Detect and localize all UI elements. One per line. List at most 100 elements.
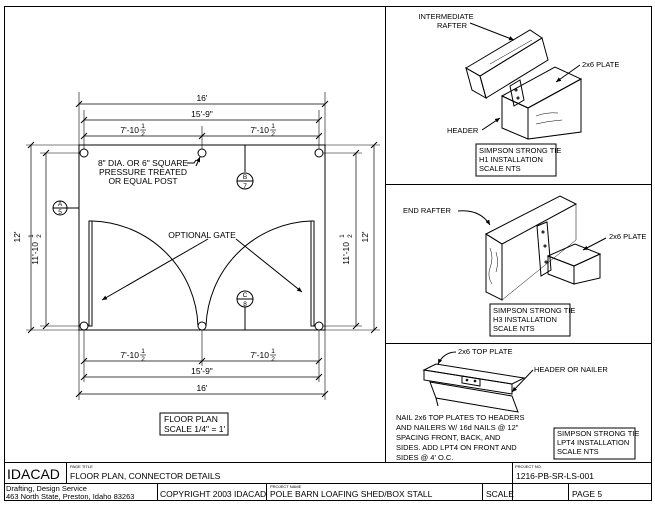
lpt4-note-line-5: SIDES @ 4' O.C.	[396, 453, 453, 462]
project-name: POLE BARN LOAFING SHED/BOX STALL	[270, 489, 433, 499]
svg-text:SCALE NTS: SCALE NTS	[557, 447, 599, 456]
svg-text:SIMPSON STRONG TIE: SIMPSON STRONG TIE	[557, 429, 639, 438]
svg-text:15'-9": 15'-9"	[191, 109, 213, 119]
svg-text:7'-10: 7'-10	[120, 125, 139, 135]
svg-text:1: 1	[339, 234, 346, 238]
post-bottom-middle	[197, 321, 207, 331]
h3-rafter	[484, 195, 578, 301]
svg-text:7: 7	[243, 183, 247, 190]
dim-inner-top: 15'-9"	[80, 109, 323, 124]
lpt4-note-line-2: AND NAILERS W/ 16d NAILS @ 12"	[396, 423, 519, 432]
svg-text:12': 12'	[12, 231, 22, 242]
svg-text:2: 2	[271, 356, 275, 363]
svg-text:C: C	[243, 292, 248, 299]
company-services: Drafting, Design Service	[6, 484, 87, 493]
svg-text:2: 2	[141, 356, 145, 363]
post-top-left	[79, 148, 89, 158]
gate-left	[88, 220, 199, 327]
svg-text:16': 16'	[196, 383, 207, 393]
section-callout-a: A 5	[52, 200, 79, 216]
post-top-middle	[197, 148, 207, 158]
svg-text:2: 2	[141, 131, 145, 138]
section-callout-c: C 8	[236, 290, 254, 330]
post-note-line-3: OR EQUAL POST	[108, 176, 177, 186]
h3-label-plate: 2x6 PLATE	[609, 232, 646, 241]
page-number: PAGE 5	[572, 489, 602, 499]
h1-plate	[500, 66, 583, 140]
svg-text:11'-10: 11'-10	[30, 242, 40, 265]
lpt4-note-line-3: SPACING FRONT, BACK, AND	[396, 433, 501, 442]
project-no-label: PROJECT NO.	[515, 464, 542, 469]
dim-left-outer: 12'	[12, 141, 35, 334]
floor-plan: OPTIONAL GATE 8" DIA. OR 6" SQUARE PRESS…	[12, 92, 380, 436]
sheet-border	[4, 6, 652, 501]
h1-title: SIMPSON STRONG TIE H1 INSTALLATION SCALE…	[475, 143, 561, 177]
detail-lpt4: 2x6 TOP PLATE HEADER OR NAILER NAIL 2x6 …	[396, 347, 639, 462]
copyright: COPYRIGHT 2003 IDACAD	[160, 489, 266, 499]
page-title: FLOOR PLAN, CONNECTOR DETAILS	[70, 471, 221, 481]
dim-left-inner: 11'-10 1 2	[28, 149, 50, 330]
svg-text:7'-10: 7'-10	[120, 350, 139, 360]
post-top-right	[314, 148, 324, 158]
svg-text:7'-10: 7'-10	[250, 350, 269, 360]
svg-text:1: 1	[141, 123, 145, 130]
h1-label-header: HEADER	[447, 126, 479, 135]
svg-text:11'-10: 11'-10	[341, 242, 351, 265]
svg-text:B: B	[243, 174, 247, 181]
h3-connector	[536, 221, 552, 277]
svg-text:7'-10: 7'-10	[250, 125, 269, 135]
svg-text:1: 1	[271, 123, 275, 130]
dim-bays-bottom: 7'-10 1 2 7'-10 1 2	[80, 348, 323, 365]
svg-text:H3 INSTALLATION: H3 INSTALLATION	[493, 315, 557, 324]
svg-text:15'-9": 15'-9"	[191, 366, 213, 376]
h1-label-plate: 2x6 PLATE	[582, 60, 619, 69]
floor-plan-title: FLOOR PLAN SCALE 1/4" = 1'	[159, 412, 229, 436]
h1-rafter	[465, 29, 549, 100]
lpt4-note-line-4: SIDES. ADD LPT4 ON FRONT AND	[396, 443, 517, 452]
svg-text:2: 2	[347, 234, 354, 238]
h1-label-rafter-2: RAFTER	[437, 21, 468, 30]
post-note-line-2: PRESSURE TREATED	[99, 167, 187, 177]
post-bottom-right	[314, 321, 324, 331]
detail-h3: END RAFTER 2x6 PLATE SIMPSON STRONG TIE …	[403, 195, 646, 337]
dim-overall-top: 16'	[75, 93, 329, 108]
svg-text:SCALE 1/4" = 1': SCALE 1/4" = 1'	[164, 424, 225, 434]
svg-text:SIMPSON STRONG TIE: SIMPSON STRONG TIE	[493, 306, 575, 315]
company-name: IDACAD	[7, 466, 60, 482]
dim-inner-bottom: 15'-9"	[80, 366, 323, 381]
dim-overall-bottom: 16'	[75, 383, 329, 398]
lpt4-title: SIMPSON STRONG TIE LPT4 INSTALLATION SCA…	[553, 427, 639, 460]
gate-note: OPTIONAL GATE	[168, 230, 236, 240]
lpt4-top-plate	[422, 363, 526, 395]
svg-text:8: 8	[243, 301, 247, 308]
svg-text:SIMPSON STRONG TIE: SIMPSON STRONG TIE	[479, 146, 561, 155]
lpt4-note-line-1: NAIL 2x6 TOP PLATES TO HEADERS	[396, 413, 525, 422]
post-note-line-1: 8" DIA. OR 6" SQUARE	[98, 158, 188, 168]
svg-text:2: 2	[271, 131, 275, 138]
project-no: 1216-PB-SR-LS-001	[516, 471, 594, 481]
section-callout-b: B 7	[236, 145, 254, 190]
svg-text:1: 1	[28, 234, 35, 238]
h3-label-rafter: END RAFTER	[403, 206, 452, 215]
h1-label-rafter-1: INTERMEDIATE	[418, 12, 473, 21]
page-title-label: PAGE TITLE	[70, 464, 93, 469]
post-bottom-left	[79, 321, 89, 331]
lpt4-connector	[461, 375, 481, 387]
svg-text:5: 5	[58, 209, 62, 216]
svg-text:SCALE NTS: SCALE NTS	[479, 164, 521, 173]
svg-text:1: 1	[271, 348, 275, 355]
company-address: 463 North State, Preston, Idaho 83263	[6, 492, 134, 501]
svg-text:1: 1	[141, 348, 145, 355]
h1-connector	[509, 79, 525, 107]
h3-plate	[546, 243, 602, 285]
svg-text:2: 2	[36, 234, 43, 238]
svg-text:LPT4 INSTALLATION: LPT4 INSTALLATION	[557, 438, 629, 447]
dim-right-inner: 11'-10 1 2	[339, 149, 360, 330]
lpt4-header	[429, 381, 519, 413]
gate-right	[205, 220, 315, 327]
scale-label: SCALE	[486, 489, 514, 499]
detail-h1: INTERMEDIATE RAFTER 2x6 PLATE HEADER SIM…	[418, 12, 619, 177]
svg-text:A: A	[58, 201, 63, 208]
project-name-label: PROJECT NAME	[270, 484, 302, 489]
